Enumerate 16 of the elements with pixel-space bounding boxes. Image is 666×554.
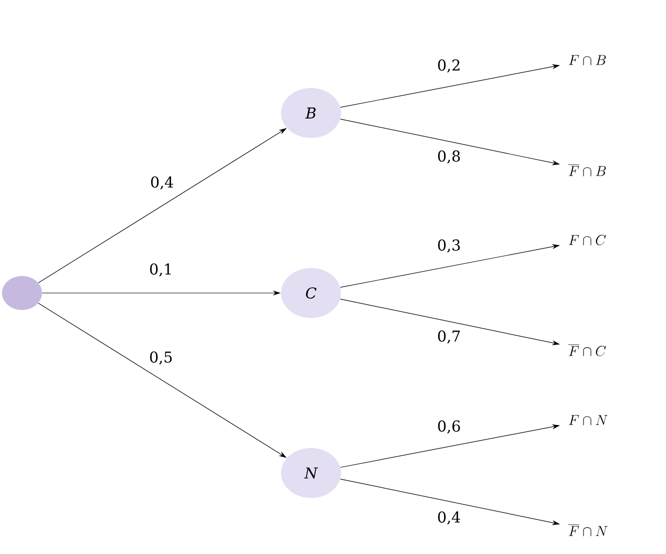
- edge-label: 0,4: [149, 175, 175, 191]
- outcome-label: $F \cap N$: [568, 415, 608, 426]
- edge-label: 0,8: [436, 149, 462, 165]
- edge-label: 0,1: [148, 262, 174, 278]
- root-circle: [2, 276, 42, 310]
- outcome-label: $\overline{F} \cap B$: [568, 164, 606, 176]
- edge-label: 0,7: [436, 329, 462, 345]
- outcome-label: $\overline{F} \cap C$: [568, 344, 606, 356]
- edge-label: 0,5: [148, 350, 174, 366]
- edge-label: 0,6: [436, 419, 462, 435]
- edge-label: 0,4: [436, 510, 462, 526]
- edge-label: 0,3: [436, 238, 462, 254]
- edge-label: 0,2: [436, 58, 462, 74]
- outcome-label: $F \cap B$: [568, 55, 606, 66]
- outcome-label: $\overline{F} \cap N$: [568, 524, 608, 536]
- outcome-label: $F \cap C$: [568, 234, 606, 246]
